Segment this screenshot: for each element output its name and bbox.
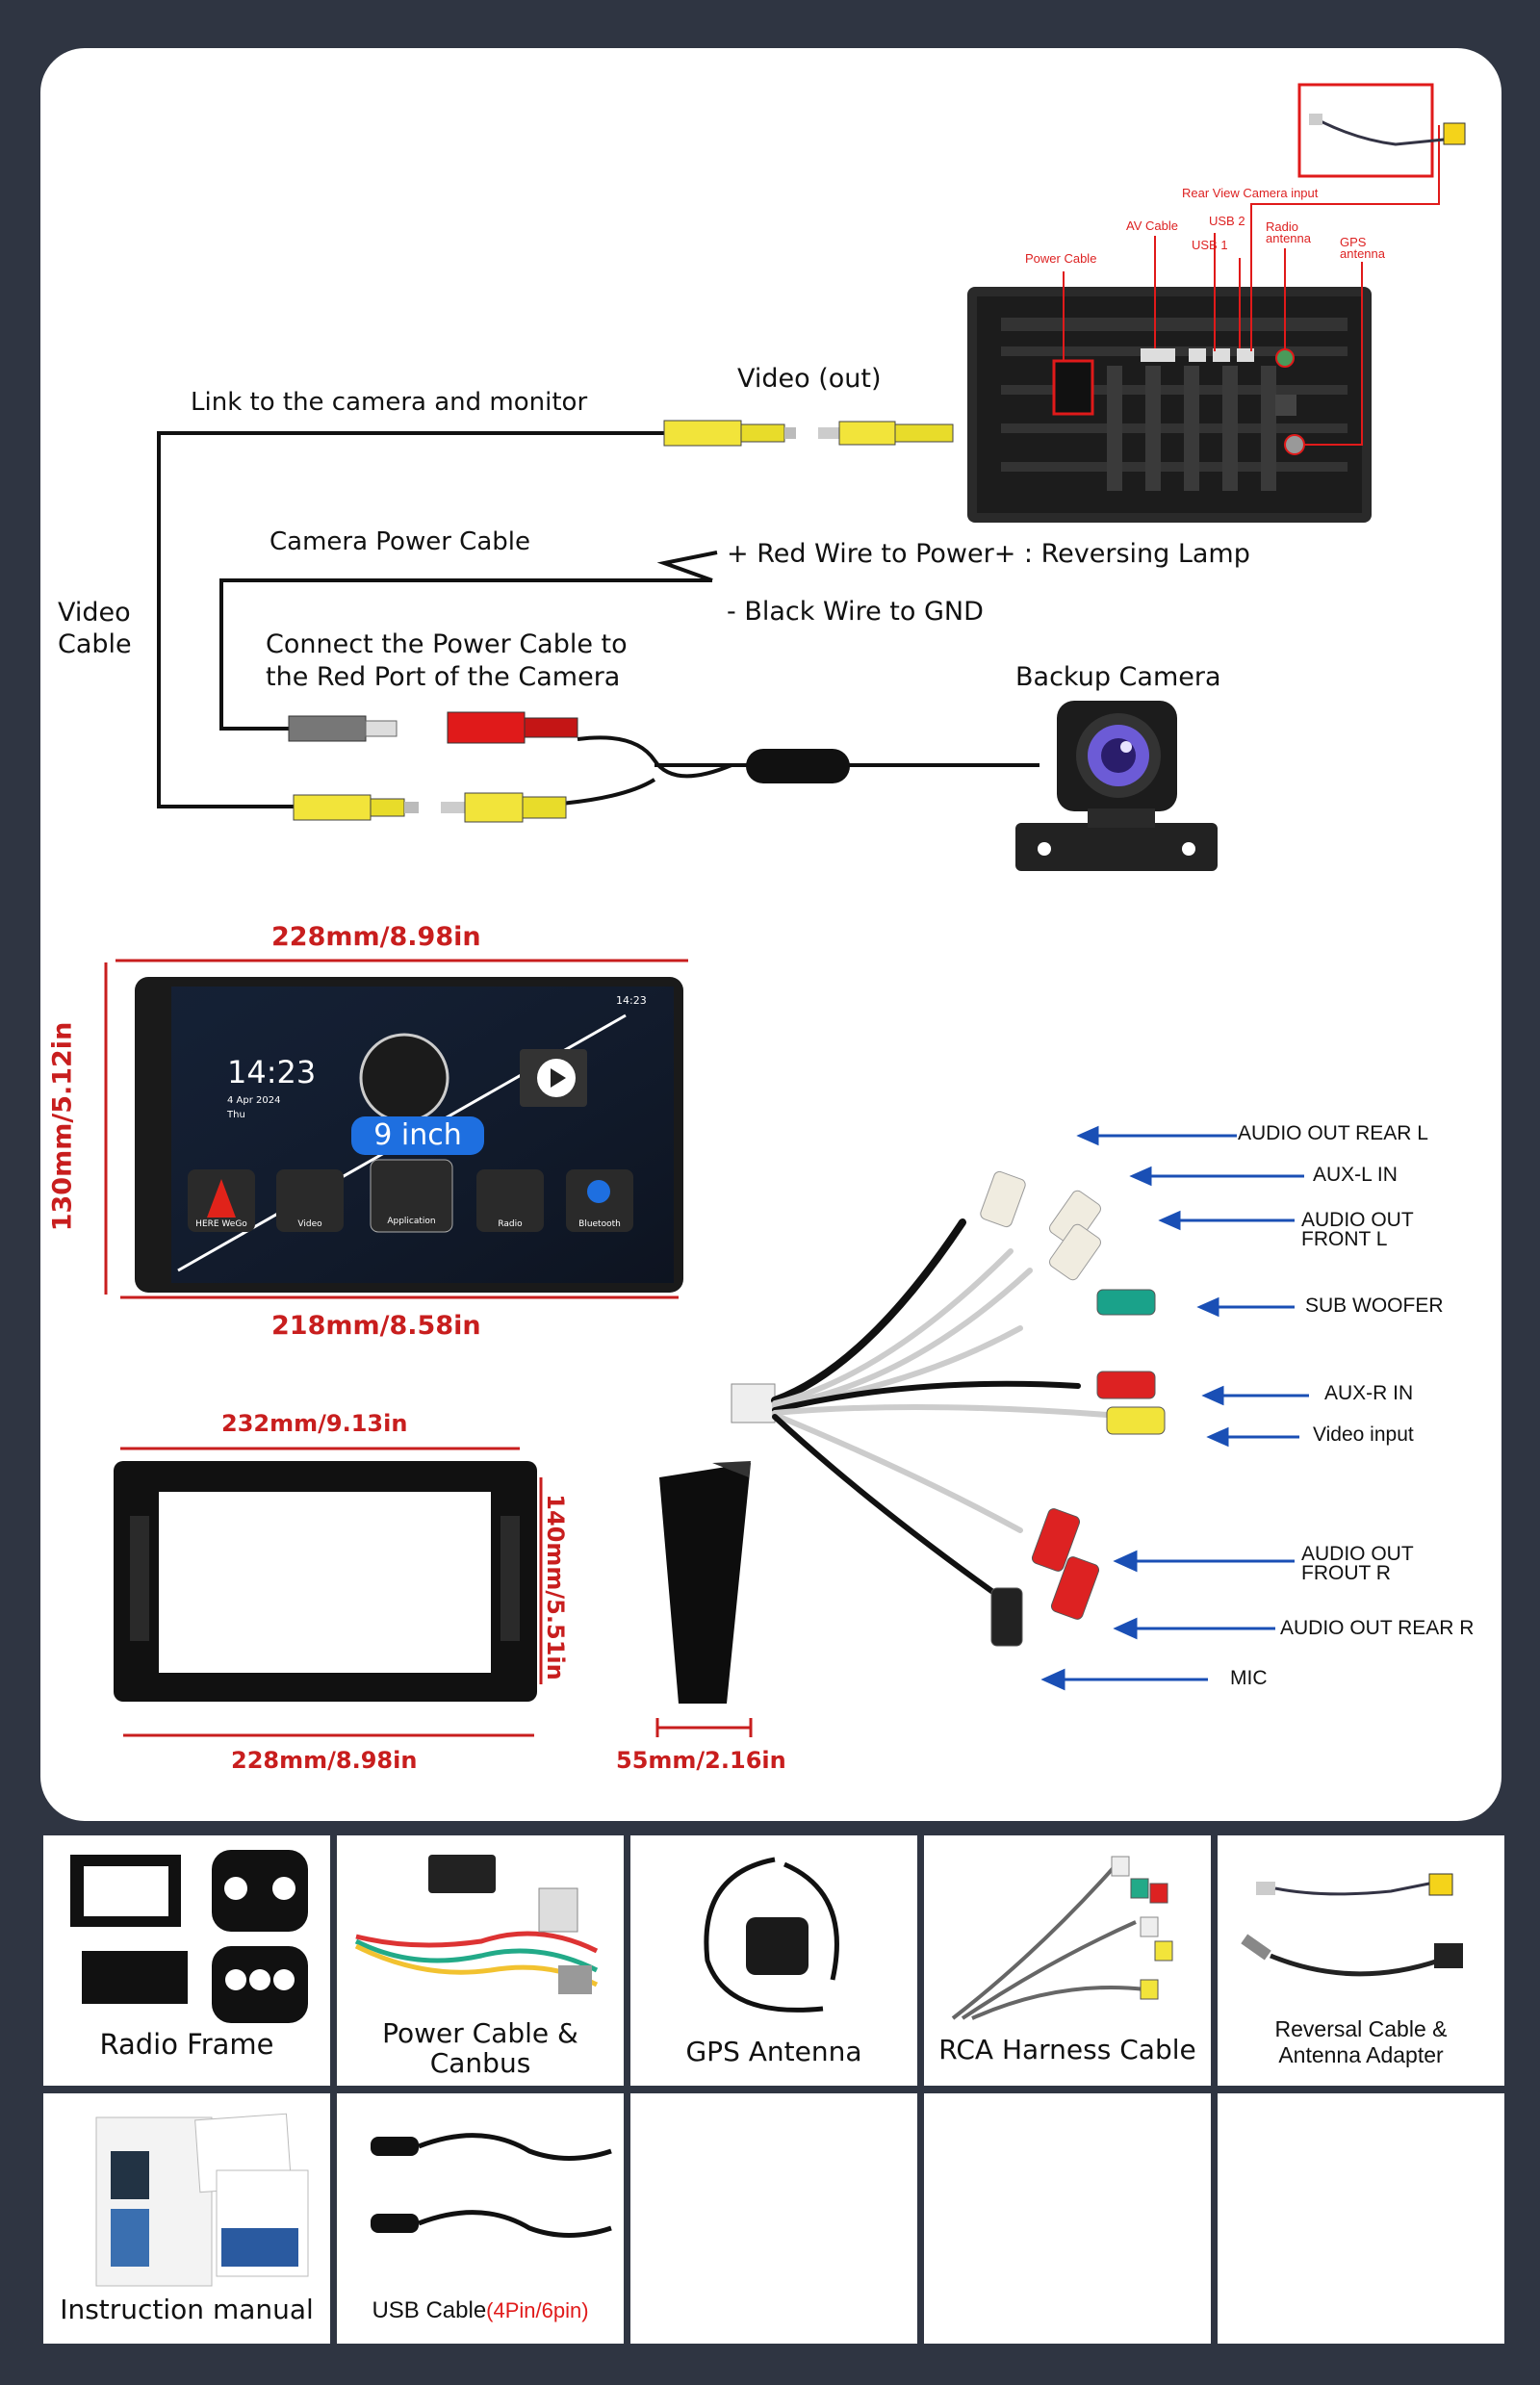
rca-harness-icon (951, 1856, 1173, 2020)
connect-power-label: Connect the Power Cable to the Red Port … (266, 629, 628, 692)
accessory-gps-antenna: GPS Antenna (630, 1835, 917, 2086)
rca-video-out (663, 420, 954, 447)
frame-dim-lines (120, 1447, 753, 1737)
caption-reversal-cable: Reversal Cable & Antenna Adapter (1274, 2016, 1448, 2067)
camera-adapter-thumb (1309, 114, 1466, 146)
rca-audio-out-rear-r: AUDIO OUT REAR R (1280, 1617, 1475, 1639)
head-unit-back (967, 287, 1372, 523)
rca-mic: MIC (1230, 1667, 1268, 1689)
empty-cell-3 (1218, 2093, 1504, 2344)
red-wire-label: + Red Wire to Power+ : Reversing Lamp (727, 539, 1250, 569)
radio-frame (114, 1461, 537, 1702)
reversal-cable-icon (1241, 1873, 1463, 1977)
app-application: Application (387, 1217, 436, 1226)
camera-video-plugs (293, 792, 567, 823)
rca-audio-out-rear-l: AUDIO OUT REAR L (1238, 1122, 1428, 1144)
screen-height: 130mm/5.12in (47, 1021, 78, 1232)
usb-cable-icon (371, 2133, 612, 2238)
accessory-instruction-manual: Instruction manual (43, 2093, 330, 2344)
screen-day: Thu (227, 1110, 245, 1120)
rca-harness (731, 1170, 1166, 1647)
accessory-power-cable: Power Cable & Canbus (337, 1835, 624, 2086)
screen-dim-lines (104, 959, 688, 1299)
video-cable-label: Video Cable (58, 598, 132, 659)
gps-antenna-icon (704, 1857, 839, 2013)
accessory-rca-harness: RCA Harness Cable (924, 1835, 1211, 2086)
camera-power-cable-label: Camera Power Cable (270, 527, 530, 556)
cable-lines (157, 431, 1040, 808)
frame-width-top: 232mm/9.13in (221, 1410, 408, 1437)
power-cable-label: Power Cable (1025, 251, 1097, 266)
bracket-width: 55mm/2.16in (616, 1747, 786, 1774)
caption-gps-antenna: GPS Antenna (685, 2036, 862, 2067)
power-cable-icon (354, 1855, 599, 1994)
video-out-label: Video (out) (737, 364, 882, 394)
rca-arrows (1040, 1125, 1309, 1691)
backup-camera-label: Backup Camera (1015, 662, 1221, 692)
head-unit-screen (135, 977, 683, 1293)
rca-video-input: Video input (1313, 1423, 1414, 1446)
frame-width-bottom: 228mm/8.98in (231, 1747, 418, 1774)
usb-cable-pins: (4Pin/6pin) (486, 2298, 589, 2322)
usb1-label: USB 1 (1192, 238, 1228, 252)
radio-antenna-label: Radio antenna (1266, 219, 1311, 245)
screen-date: 4 Apr 2024 (227, 1095, 281, 1106)
app-bluetooth: Bluetooth (578, 1219, 621, 1229)
app-video: Video (297, 1219, 322, 1229)
black-wire-label: - Black Wire to GND (727, 597, 984, 627)
caption-radio-frame: Radio Frame (99, 2028, 274, 2061)
rear-camera-input-label: Rear View Camera input (1182, 186, 1319, 200)
rca-aux-r-in: AUX-R IN (1324, 1382, 1414, 1404)
size-badge: 9 inch (373, 1118, 462, 1152)
port-callouts (1063, 83, 1440, 446)
av-cable-label: AV Cable (1126, 218, 1178, 233)
accessory-usb-cable: USB Cable(4Pin/6pin) (337, 2093, 624, 2344)
manual-icon (95, 2113, 309, 2287)
backup-camera (1015, 701, 1218, 871)
gps-antenna-label: GPS antenna (1340, 235, 1385, 261)
usb2-label: USB 2 (1209, 214, 1245, 228)
cable-filter (746, 749, 850, 783)
rca-audio-out-front-l: AUDIO OUT FRONT L (1301, 1209, 1414, 1250)
radio-frame-icon (70, 1850, 308, 2023)
caption-instruction-manual: Instruction manual (60, 2294, 314, 2325)
usb-cable-label: USB Cable (372, 2297, 487, 2323)
screen-width-bottom: 218mm/8.58in (271, 1311, 481, 1341)
app-here-wego: HERE WeGo (195, 1219, 247, 1229)
frame-height: 140mm/5.51in (542, 1494, 569, 1680)
side-bracket (659, 1461, 751, 1704)
accessory-reversal-cable: Reversal Cable & Antenna Adapter (1218, 1835, 1504, 2086)
camera-power-plugs (288, 711, 578, 744)
screen-time: 14:23 (227, 1054, 317, 1090)
rca-sub-woofer: SUB WOOFER (1305, 1295, 1444, 1317)
link-label: Link to the camera and monitor (191, 388, 588, 417)
rca-aux-l-in: AUX-L IN (1313, 1164, 1398, 1186)
caption-power-cable: Power Cable & Canbus (382, 2017, 578, 2079)
rca-audio-out-frout-r: AUDIO OUT FROUT R (1301, 1543, 1414, 1584)
accessory-radio-frame: Radio Frame (43, 1835, 330, 2086)
screen-width-top: 228mm/8.98in (271, 922, 481, 952)
status-time: 14:23 (616, 994, 647, 1007)
app-radio: Radio (498, 1219, 523, 1229)
empty-cell-2 (924, 2093, 1211, 2344)
caption-rca-harness: RCA Harness Cable (938, 2034, 1196, 2065)
empty-cell-1 (630, 2093, 917, 2344)
caption-usb-cable: USB Cable(4Pin/6pin) (337, 2297, 624, 2324)
